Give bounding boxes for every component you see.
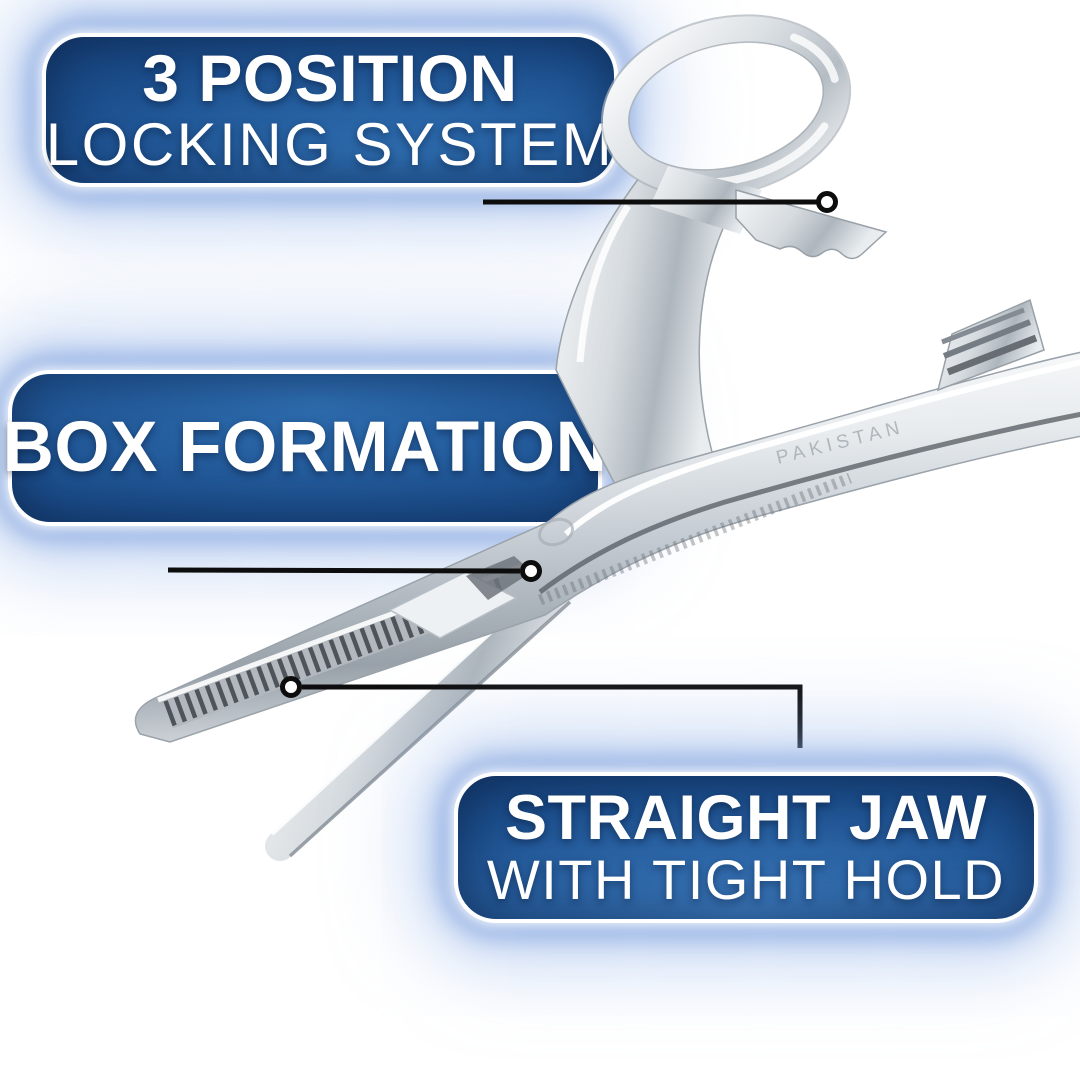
badge-straight-jaw: STRAIGHT JAW WITH TIGHT HOLD <box>454 772 1038 923</box>
badge-locking-subtitle: LOCKING SYSTEM <box>45 111 615 179</box>
badge-locking-title: 3 POSITION <box>142 40 518 115</box>
ratchet-rack <box>936 298 1045 392</box>
badge-jaw-title: STRAIGHT JAW <box>504 783 987 854</box>
badge-jaw-subtitle: WITH TIGHT HOLD <box>486 848 1006 912</box>
callout-dot-jaw <box>280 676 302 698</box>
callout-line-locking <box>483 191 838 213</box>
callout-line-jaw <box>280 676 803 748</box>
badge-box-title: BOX FORMATION <box>2 407 608 487</box>
lock-tab <box>735 189 888 260</box>
callout-dot-box <box>520 560 542 582</box>
badge-locking-system: 3 POSITION LOCKING SYSTEM <box>42 33 618 187</box>
jaw-junction-facet <box>388 556 532 639</box>
box-joint-pivot <box>538 517 574 547</box>
callout-line-box <box>167 560 542 582</box>
callout-dot-locking <box>816 191 838 213</box>
